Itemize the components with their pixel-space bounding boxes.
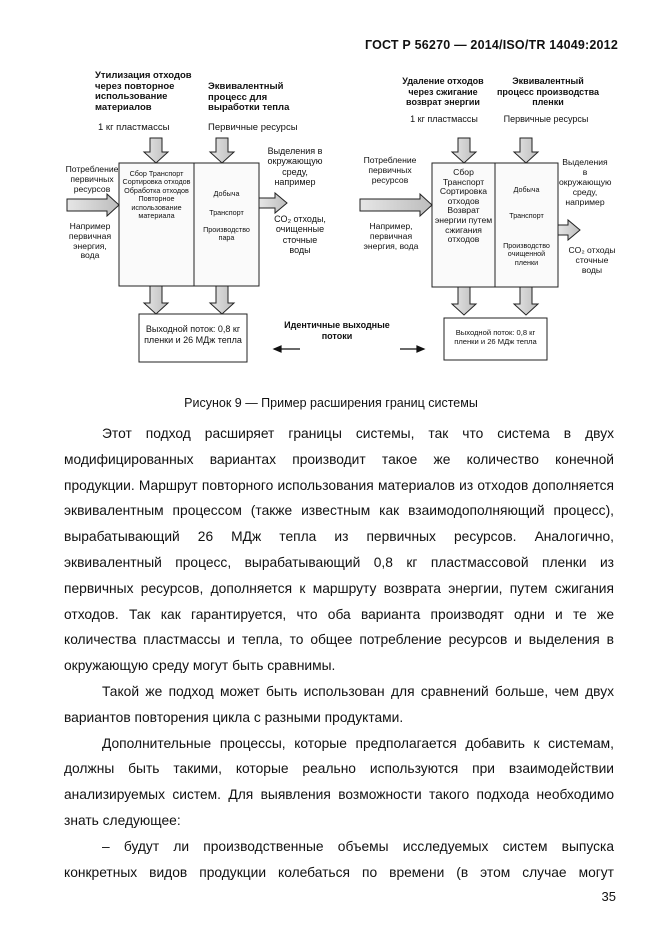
identical-output-arrows	[272, 345, 426, 353]
right-output-label: Выходной поток: 0,8 кг пленки и 26 МДж т…	[454, 328, 537, 346]
right-out-arrow-1	[450, 286, 478, 316]
right-down-arrow-2	[512, 137, 540, 164]
left-emissions-list: CO₂ отходы, очищенные сточные воды	[274, 214, 326, 256]
left-out-arrow-2	[208, 285, 236, 315]
right-out-arrow-2	[512, 286, 540, 316]
left-top2-label: Эквивалентный процесс для выработки тепл…	[208, 81, 290, 113]
left-emission-arrow	[258, 191, 288, 215]
right-down-arrow-1	[450, 137, 478, 164]
paragraph-2: Такой же подход может быть использован д…	[64, 683, 614, 725]
left-box2-transport: Транспорт	[209, 208, 244, 217]
figure-caption: Рисунок 9 — Пример расширения границ сис…	[184, 396, 478, 410]
paragraph-1: Этот подход расширяет границы системы, т…	[64, 426, 614, 674]
page-number: 35	[601, 889, 616, 904]
left-box-extraction	[193, 162, 260, 287]
paragraph-3: Дополнительные процессы, которые предпол…	[64, 735, 614, 828]
right-box1-text: Сбор Транспорт Сортировка отходов Возвра…	[434, 167, 493, 245]
left-top1-label: Утилизация отходов через повторное испол…	[95, 70, 192, 113]
left-box2-extraction: Добыча	[213, 189, 240, 198]
right-emissions-label: Выделения в окружающую среду, например	[559, 157, 612, 207]
right-emissions-list: CO₂ отходы сточные воды	[568, 245, 616, 275]
right-diagram	[359, 137, 581, 361]
right-input-arrow	[359, 192, 433, 218]
system-boundary-figure: Утилизация отходов через повторное испол…	[62, 62, 622, 382]
left-box1-text: Сбор Транспорт Сортировка отходов Обрабо…	[122, 169, 191, 221]
right-example-label: Например, первичная энергия, вода	[363, 221, 419, 251]
left-out-arrow-1	[142, 285, 170, 315]
right-emission-arrow	[557, 218, 581, 242]
right-box-film	[494, 162, 559, 288]
left-output-box	[138, 313, 248, 363]
left-box-collection	[118, 162, 195, 287]
identical-outputs-label: Идентичные выходные потоки	[284, 320, 390, 341]
left-box2-steam: Производство пара	[203, 225, 250, 243]
left-input-arrow	[66, 192, 120, 218]
document-header: ГОСТ Р 56270 — 2014/ISO/TR 14049:2012	[364, 38, 618, 52]
right-top1-sub: 1 кг пластмассы	[410, 114, 478, 124]
left-input-label: Потребление первичных ресурсов	[65, 164, 119, 194]
left-emissions-label: Выделения в окружающую среду, например	[267, 146, 323, 188]
right-box2-extraction: Добыча	[513, 185, 540, 194]
left-down-arrow-1	[142, 137, 170, 164]
figure-graphics	[66, 137, 581, 363]
right-top2-label: Эквивалентный процесс производства пленк…	[496, 76, 600, 107]
right-top1-label: Удаление отходов через сжигание возврат …	[402, 76, 484, 107]
right-output-box	[443, 317, 548, 361]
right-top2-sub: Первичные ресурсы	[503, 114, 589, 124]
body-text: Этот подход расширяет границы системы, т…	[64, 421, 614, 885]
left-diagram	[66, 137, 288, 363]
left-top2-sub: Первичные ресурсы	[208, 122, 298, 133]
right-input-label: Потребление первичных ресурсов	[363, 155, 417, 185]
right-box2-film: Производство очищенной пленки	[503, 241, 550, 267]
right-box2-transport: Транспорт	[509, 211, 544, 220]
left-down-arrow-2	[208, 137, 236, 164]
paragraph-4: – будут ли производственные объемы иссле…	[64, 838, 614, 880]
left-output-label: Выходной поток: 0,8 кг пленки и 26 МДж т…	[144, 324, 242, 345]
right-box-incineration	[431, 162, 496, 288]
left-example-label: Например первичная энергия, вода	[68, 221, 112, 261]
left-top1-sub: 1 кг пластмассы	[98, 122, 170, 133]
